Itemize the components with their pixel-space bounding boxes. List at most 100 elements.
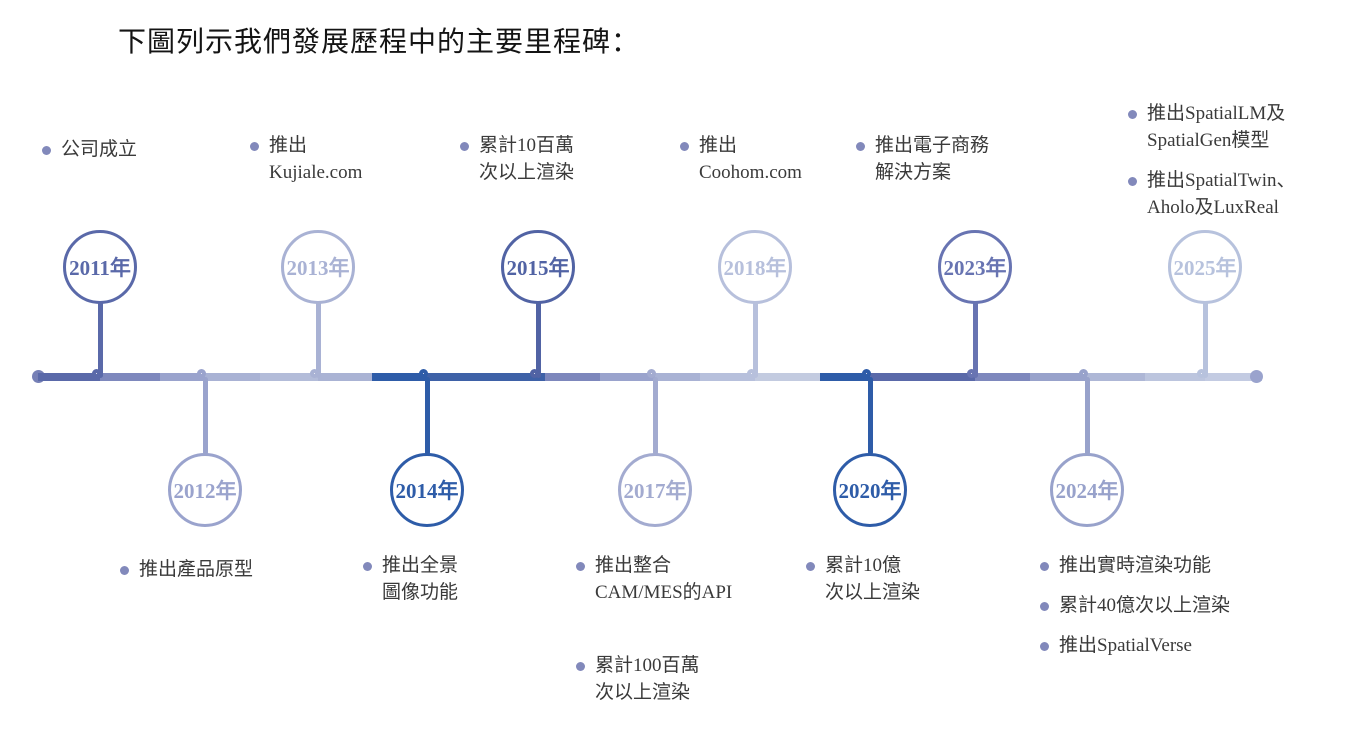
milestone-text: 推出SpatialVerse <box>1059 635 1192 656</box>
year-circle: 2024年 <box>1050 453 1124 527</box>
milestone-labels: 推出 Kujiale.com <box>250 132 490 199</box>
milestone-labels: 累計10億 次以上渲染 <box>806 552 1046 619</box>
milestone-labels: 推出SpatialLM及 SpatialGen模型 推出SpatialTwin、… <box>1128 100 1364 234</box>
milestone-labels: 推出全景 圖像功能 <box>363 552 603 619</box>
year-circle: 2012年 <box>168 453 242 527</box>
milestone-text: 推出 Kujiale.com <box>269 135 363 183</box>
timeline-node <box>1078 368 1088 378</box>
timeline-segment <box>1030 373 1087 381</box>
milestone-item: 推出產品原型 <box>120 556 360 583</box>
year-circle: 2013年 <box>281 230 355 304</box>
timeline-segment <box>427 373 545 381</box>
milestone-item: 推出整合 CAM/MES的API <box>576 552 816 606</box>
milestone-text: 累計40億次以上渲染 <box>1059 595 1231 616</box>
milestone-text: 累計100百萬 次以上渲染 <box>595 655 700 703</box>
timeline-endpoint-right <box>1250 370 1263 383</box>
timeline-segment <box>100 373 160 381</box>
milestone-labels: 推出 Coohom.com <box>680 132 920 199</box>
milestone-text: 推出實時渲染功能 <box>1059 555 1212 576</box>
bullet-icon <box>1040 642 1049 651</box>
timeline-segment <box>755 373 820 381</box>
milestone-item: 累計100百萬 次以上渲染 <box>576 652 816 706</box>
timeline-segment <box>318 373 372 381</box>
year-circle: 2015年 <box>501 230 575 304</box>
timeline-node <box>861 368 871 378</box>
year-label: 2015年 <box>506 256 570 280</box>
year-label: 2014年 <box>395 479 459 503</box>
milestone-item: 推出SpatialTwin、 Aholo及LuxReal <box>1128 167 1364 221</box>
milestone-item: 公司成立 <box>42 136 282 163</box>
timeline-node <box>646 368 656 378</box>
milestone-text: 公司成立 <box>61 139 138 160</box>
milestone-item: 累計10百萬 次以上渲染 <box>460 132 700 186</box>
connector-stem <box>425 377 430 455</box>
connector-stem <box>1203 300 1208 378</box>
connector-stem <box>753 300 758 378</box>
milestone-labels: 推出產品原型 <box>120 556 360 596</box>
milestone-text: 推出SpatialTwin、 Aholo及LuxReal <box>1147 170 1296 218</box>
milestone-text: 推出整合 CAM/MES的API <box>595 555 733 603</box>
timeline-segment <box>205 373 260 381</box>
timeline-segment <box>600 373 655 381</box>
milestone-labels: 推出電子商務 解決方案 <box>856 132 1096 199</box>
milestone-item: 推出SpatialLM及 SpatialGen模型 <box>1128 100 1364 154</box>
connector-stem <box>316 300 321 378</box>
milestone-text: 推出 Coohom.com <box>699 135 802 183</box>
connector-stem <box>536 300 541 378</box>
timeline-segment <box>545 373 600 381</box>
timeline-node <box>529 368 539 378</box>
bullet-icon <box>250 142 259 151</box>
year-circle: 2018年 <box>718 230 792 304</box>
milestone-item: 推出電子商務 解決方案 <box>856 132 1096 186</box>
year-label: 2025年 <box>1173 256 1237 280</box>
milestone-labels: 公司成立 <box>42 136 282 176</box>
bullet-icon <box>1128 110 1137 119</box>
timeline-node <box>418 368 428 378</box>
milestone-item: 累計10億 次以上渲染 <box>806 552 1046 606</box>
year-label: 2013年 <box>286 256 350 280</box>
bullet-icon <box>680 142 689 151</box>
connector-stem <box>868 377 873 455</box>
year-label: 2020年 <box>838 479 902 503</box>
connector-stem <box>973 300 978 378</box>
timeline-node <box>1196 368 1206 378</box>
bullet-icon <box>1040 602 1049 611</box>
year-label: 2017年 <box>623 479 687 503</box>
milestone-labels: 推出實時渲染功能 累計40億次以上渲染 推出SpatialVerse <box>1040 552 1280 672</box>
milestone-item: 推出 Coohom.com <box>680 132 920 186</box>
timeline-node <box>91 368 101 378</box>
milestone-text: 累計10百萬 次以上渲染 <box>479 135 575 183</box>
year-label: 2023年 <box>943 256 1007 280</box>
bullet-icon <box>806 562 815 571</box>
milestone-text: 推出電子商務 解決方案 <box>875 135 990 183</box>
milestone-labels: 累計10百萬 次以上渲染 <box>460 132 700 199</box>
page-title: 下圖列示我們發展歷程中的主要里程碑： <box>118 27 641 58</box>
bullet-icon <box>363 562 372 571</box>
year-circle: 2014年 <box>390 453 464 527</box>
year-circle: 2017年 <box>618 453 692 527</box>
timeline-segment <box>260 373 318 381</box>
bullet-icon <box>576 662 585 671</box>
connector-stem <box>1085 377 1090 455</box>
timeline-node <box>309 368 319 378</box>
timeline-segment <box>1205 373 1262 381</box>
milestone-item: 推出實時渲染功能 <box>1040 552 1280 579</box>
year-label: 2024年 <box>1055 479 1119 503</box>
timeline-node <box>196 368 206 378</box>
milestone-item: 推出全景 圖像功能 <box>363 552 603 606</box>
timeline-segment <box>160 373 205 381</box>
year-circle: 2025年 <box>1168 230 1242 304</box>
bullet-icon <box>856 142 865 151</box>
year-label: 2011年 <box>69 256 131 280</box>
milestone-labels: 推出整合 CAM/MES的API 累計100百萬 次以上渲染 <box>576 552 816 719</box>
timeline-segment <box>1087 373 1145 381</box>
timeline-node <box>746 368 756 378</box>
year-label: 2018年 <box>723 256 787 280</box>
timeline-segment <box>655 373 700 381</box>
bullet-icon <box>460 142 469 151</box>
milestone-item: 累計40億次以上渲染 <box>1040 592 1280 619</box>
timeline-segment <box>1145 373 1205 381</box>
year-circle: 2011年 <box>63 230 137 304</box>
connector-stem <box>98 300 103 378</box>
